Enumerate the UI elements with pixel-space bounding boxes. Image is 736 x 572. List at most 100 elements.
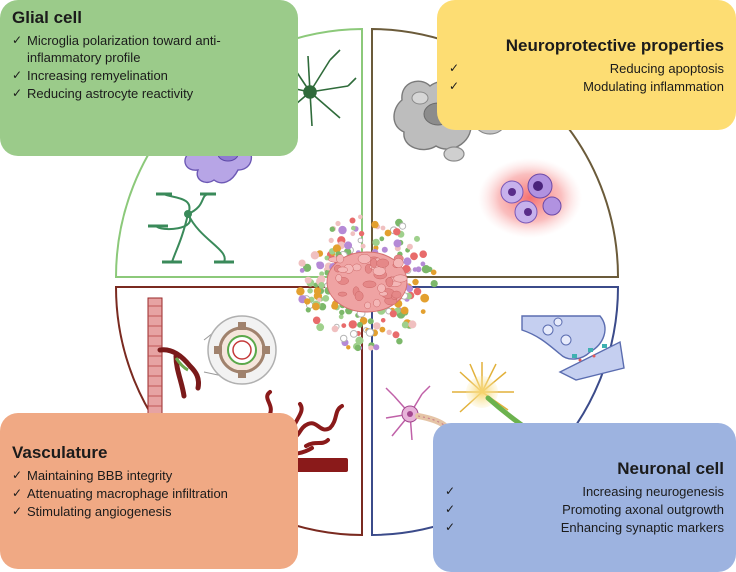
vesicle-dot (401, 321, 409, 329)
central-vesicle-cluster-icon (296, 214, 438, 352)
vesicle-dot (380, 318, 386, 323)
vesicle-dot (351, 225, 356, 231)
vesicle-dot (408, 320, 417, 329)
glial-cell-item: Increasing remyelination (12, 67, 286, 84)
vesicle-dot (319, 271, 325, 277)
vesicle-dot (420, 293, 430, 303)
central-cell (337, 291, 348, 297)
central-cell (377, 283, 386, 293)
blood-vessel-icon (147, 297, 233, 417)
vesicle-dot (406, 243, 413, 250)
vesicle-dot (392, 331, 400, 339)
vesicle-dot (339, 309, 345, 316)
glial-cell-item: Microglia polarization toward anti-infla… (12, 32, 286, 66)
vesicle-dot (298, 259, 306, 267)
vesicle-dot (317, 275, 326, 284)
vasculature-item: Attenuating macrophage infiltration (12, 485, 286, 502)
neuroprotective-title: Neuroprotective properties (505, 36, 724, 55)
vesicle-dot (349, 217, 356, 224)
glial-cell-list: Microglia polarization toward anti-infla… (12, 32, 286, 102)
vesicle-dot (415, 266, 422, 273)
vesicle-dot (328, 237, 334, 243)
neuroprotective-list: Reducing apoptosis Modulating inflammati… (449, 60, 724, 95)
vesicle-dot (410, 252, 418, 261)
vesicle-dot (340, 334, 348, 343)
neuronal-cell-panel: Neuronal cell Increasing neurogenesis Pr… (433, 423, 736, 572)
vesicle-dot (406, 285, 414, 293)
central-cell (352, 263, 362, 272)
central-cell (336, 254, 345, 264)
vesicle-dot (367, 318, 374, 325)
vesicle-dot (420, 309, 426, 314)
central-cell (393, 274, 408, 283)
vesicle-dot (430, 280, 438, 288)
central-cell (373, 298, 381, 308)
vesicle-dot (379, 236, 385, 242)
vesicle-dot (368, 345, 374, 351)
vesicle-dot (331, 325, 339, 333)
vesicle-dot (386, 329, 392, 335)
oligodendrocyte-icon (148, 192, 234, 264)
central-cell (357, 253, 372, 264)
vesicle-dot (350, 231, 356, 237)
vesicle-dot (414, 235, 420, 242)
vesicle-dot (360, 243, 366, 249)
vesicle-dot (316, 261, 325, 270)
neuronal-cell-item: Promoting axonal outgrowth (445, 501, 724, 518)
vesicle-dot (312, 302, 320, 311)
vesicle-dot (420, 261, 426, 267)
vesicle-dot (371, 220, 379, 229)
neuronal-cell-item: Enhancing synaptic markers (445, 519, 724, 536)
central-cell (364, 301, 371, 310)
vesicle-dot (317, 297, 322, 302)
central-cell (335, 274, 342, 283)
vesicle-dot (310, 251, 320, 260)
neuronal-cell-list: Increasing neurogenesis Promoting axonal… (445, 483, 724, 536)
inflammation-cells-icon (478, 158, 582, 238)
vesicle-dot (357, 321, 363, 328)
vesicle-dot (355, 336, 364, 345)
vesicle-dot (380, 225, 386, 231)
vesicle-dot (430, 269, 437, 276)
vesicle-dot (313, 287, 322, 295)
vesicle-dot (331, 302, 339, 310)
vesicle-dot (379, 326, 386, 333)
vesicle-dot (318, 282, 325, 289)
vesicle-dot (384, 229, 392, 237)
vesicle-dot (358, 230, 365, 237)
neuroprotective-panel: Neuroprotective properties Reducing apop… (437, 0, 736, 130)
vesicle-dot (338, 314, 344, 320)
central-cell (362, 280, 377, 288)
vesicle-dot (316, 323, 325, 332)
vesicle-dot (348, 320, 357, 329)
vesicle-dot (354, 344, 362, 352)
vesicle-dot (399, 222, 407, 230)
glial-cell-panel: Glial cell Microglia polarization toward… (0, 0, 298, 156)
vesicle-dot (335, 220, 341, 227)
vesicle-dot (373, 322, 381, 330)
vesicle-dot (299, 268, 305, 273)
central-cell (354, 291, 364, 302)
vesicle-dot (400, 306, 409, 315)
vesicle-dot (373, 344, 380, 351)
vesicle-dot (304, 276, 312, 284)
neuronal-cell-item: Increasing neurogenesis (445, 483, 724, 500)
neuronal-cell-title: Neuronal cell (617, 459, 724, 478)
vesicle-dot (357, 237, 364, 244)
vasculature-item: Maintaining BBB integrity (12, 467, 286, 484)
central-cell (337, 266, 348, 273)
vesicle-dot (338, 225, 347, 235)
vesicle-dot (303, 263, 312, 272)
vesicle-dot (344, 241, 353, 250)
vesicle-dot (427, 266, 433, 272)
vesicle-dot (393, 239, 402, 248)
vesicle-dot (412, 278, 419, 286)
vesicle-dot (329, 226, 335, 232)
vesicle-dot (358, 214, 363, 220)
vesicle-dot (305, 307, 311, 313)
vasculature-list: Maintaining BBB integrity Attenuating ma… (12, 467, 286, 520)
synapse-icon (521, 315, 625, 381)
vesicle-dot (332, 244, 341, 253)
vesicle-dot (349, 330, 358, 338)
vesicle-dot (419, 250, 428, 258)
